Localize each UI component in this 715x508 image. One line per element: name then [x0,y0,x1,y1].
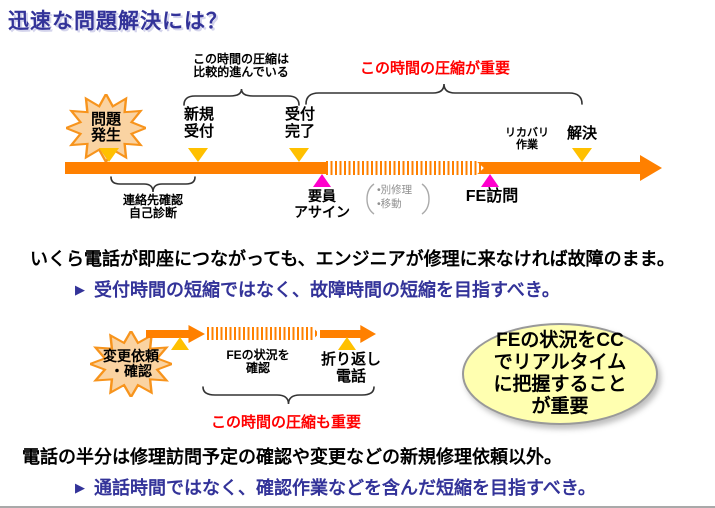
top-note-1: この時間の圧縮は 比較的進んでいる [192,52,290,80]
message-1: いくら電話が即座につながっても、エンジニアが修理に来なければ故障のまま。 [30,249,675,269]
marker-change-icon [171,337,189,350]
label-fe-visit: FE訪問 [465,188,519,205]
label-callback: 折り返し 電話 [320,351,382,385]
callout-ellipse: FEの状況をCC でリアルタイム に把握すること が重要 [462,323,658,425]
label-fe-status: FEの状況を 確認 [226,348,290,376]
message-2-bullet: ▶ 通話時間ではなく、確認作業などを含んだ短縮を目指すべき。 [75,474,596,500]
marker-callback-icon [338,337,356,350]
marker-assign-icon [313,174,331,187]
label-recovery: リカバリ 作業 [505,127,549,152]
bottom-note-1: 連絡先確認 自己診断 [122,193,184,221]
hatched-wait-segment [326,161,484,175]
marker-fe-visit-icon [481,174,499,187]
message-2-bullet-text: 通話時間ではなく、確認作業などを含んだ短縮を目指すべき。 [94,478,596,498]
problem-burst: 問題 発生 [66,94,146,162]
message-1-bullet-text: 受付時間の短縮ではなく、故障時間の短縮を目指すべき。 [94,280,560,300]
hatched-check-arrow [207,327,319,340]
top-note-2: この時間の圧縮が重要 [359,60,511,77]
brace-also-important-icon [202,386,375,405]
change-burst-label: 変更依頼 ・確認 [103,347,159,379]
bullet-triangle-icon: ▶ [75,282,85,297]
brace-important-icon [305,83,583,105]
brace-selfcheck-icon [110,176,196,193]
label-resolved: 解決 [566,125,598,142]
side-note: •別修理 •移動 [377,184,413,210]
label-new-reception: 新規 受付 [183,106,215,140]
change-burst: 変更依頼 ・確認 [90,331,172,397]
message-2: 電話の半分は修理訪問予定の確認や変更などの新規修理依頼以外。 [22,447,562,467]
label-assign: 要員 アサイン [294,188,350,220]
message-1-bullet: ▶ 受付時間の短縮ではなく、故障時間の短縮を目指すべき。 [75,276,560,302]
marker-reception-done-icon [289,148,309,162]
label-reception-done: 受付 完了 [284,106,316,140]
problem-burst-label: 問題 発生 [90,110,121,144]
left-paren-icon [366,183,375,215]
starburst-icon [66,94,146,162]
timeline-arrowhead-icon [640,155,662,181]
marker-new-reception-icon [188,148,208,162]
marker-problem-icon [99,148,119,162]
right-paren-icon [421,183,430,215]
bottom-note-2: この時間の圧縮も重要 [210,414,362,431]
marker-resolved-icon [572,148,592,162]
brace-compressed-icon [183,88,300,106]
bullet-triangle-icon: ▶ [75,480,85,495]
page-title: 迅速な問題解決には？ [8,10,228,33]
